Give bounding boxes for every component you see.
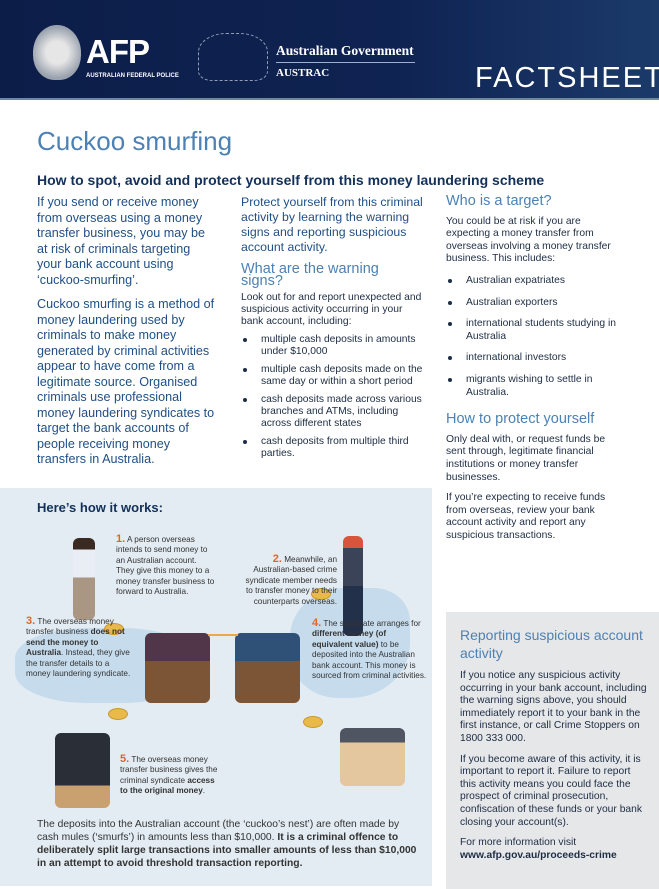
- step-3: 3. The overseas money transfer business …: [26, 615, 131, 679]
- laundering-syndicate-desk: [235, 633, 300, 703]
- list-item: Australian exporters: [446, 297, 626, 310]
- warning-signs-column: Protect yourself from this criminal acti…: [241, 195, 423, 460]
- overseas-sender-figure: [73, 538, 95, 620]
- coin-icon: [303, 716, 323, 728]
- target-intro: You could be at risk if you are expectin…: [446, 215, 611, 265]
- list-item: multiple cash deposits in amounts under …: [241, 334, 423, 358]
- afp-badge-icon: [33, 25, 81, 80]
- list-item: cash deposits from multiple third partie…: [241, 436, 423, 460]
- lead-paragraph: Protect yourself from this criminal acti…: [241, 195, 423, 254]
- reporting-paragraph: If you become aware of this activity, it…: [460, 753, 643, 828]
- coin-icon: [104, 623, 124, 635]
- more-info-text: For more information visit: [460, 837, 577, 849]
- list-item: multiple cash deposits made on the same …: [241, 364, 423, 388]
- page-title: Cuckoo smurfing: [37, 126, 233, 156]
- infographic-heading: Here’s how it works:: [37, 500, 163, 515]
- step-2: 2. Meanwhile, an Australian-based crime …: [245, 553, 337, 606]
- divider: [276, 62, 415, 63]
- list-item: international students studying in Austr…: [446, 318, 626, 343]
- how-it-works-infographic: Here’s how it works: 1. A person oversea…: [0, 488, 432, 886]
- list-item: international investors: [446, 352, 626, 365]
- warning-signs-heading: What are the warning signs?: [241, 261, 379, 289]
- step-1: 1. A person overseas intends to send mon…: [116, 533, 215, 597]
- step-4: 4. The syndicate arranges for different …: [312, 617, 427, 681]
- list-item: migrants wishing to settle in Australia.: [446, 374, 626, 399]
- coin-icon: [108, 708, 128, 720]
- page-subtitle: How to spot, avoid and protect yourself …: [37, 172, 545, 188]
- reporting-box: Reporting suspicious account activity If…: [446, 612, 659, 889]
- gov-label: Australian Government: [276, 43, 414, 58]
- bank-building-icon: [340, 728, 405, 786]
- list-item: cash deposits made across various branch…: [241, 394, 423, 430]
- reporting-heading: Reporting suspicious account activity: [460, 627, 643, 661]
- list-item: Australian expatriates: [446, 275, 626, 288]
- header-banner: AFP AUSTRALIAN FEDERAL POLICE Australian…: [0, 0, 659, 100]
- factsheet-label: FACTSHEET: [475, 62, 659, 94]
- intro-paragraph: If you send or receive money from overse…: [37, 195, 205, 287]
- protect-paragraph: If you’re expecting to receive funds fro…: [446, 492, 606, 541]
- transfer-business-desk: [145, 633, 210, 703]
- step-5: 5. The overseas money transfer business …: [120, 753, 218, 796]
- afp-link[interactable]: www.afp.gov.au/proceeds-crime: [460, 849, 617, 861]
- reporting-paragraph: If you notice any suspicious activity oc…: [460, 670, 647, 744]
- warning-intro: Look out for and report unexpected and s…: [241, 292, 422, 327]
- afp-logo: AFP: [86, 33, 150, 70]
- infographic-footnote: The deposits into the Australian account…: [37, 819, 417, 869]
- syndicate-member-figure: [343, 536, 363, 636]
- target-heading: Who is a target?: [446, 193, 552, 209]
- cash-mule-figure: [55, 733, 110, 808]
- coat-of-arms-icon: [198, 33, 268, 81]
- protect-paragraph: Only deal with, or request funds be sent…: [446, 433, 606, 483]
- intro-column: If you send or receive money from overse…: [37, 195, 217, 477]
- coin-icon: [311, 588, 331, 600]
- protect-heading: How to protect yourself: [446, 411, 595, 428]
- arrow-icon: [208, 634, 238, 636]
- definition-paragraph: Cuckoo smurfing is a method of money lau…: [37, 297, 215, 466]
- target-column: Who is a target? You could be at risk if…: [446, 193, 626, 550]
- afp-logo-subtitle: AUSTRALIAN FEDERAL POLICE: [86, 73, 179, 79]
- austrac-label: AUSTRAC: [276, 67, 330, 79]
